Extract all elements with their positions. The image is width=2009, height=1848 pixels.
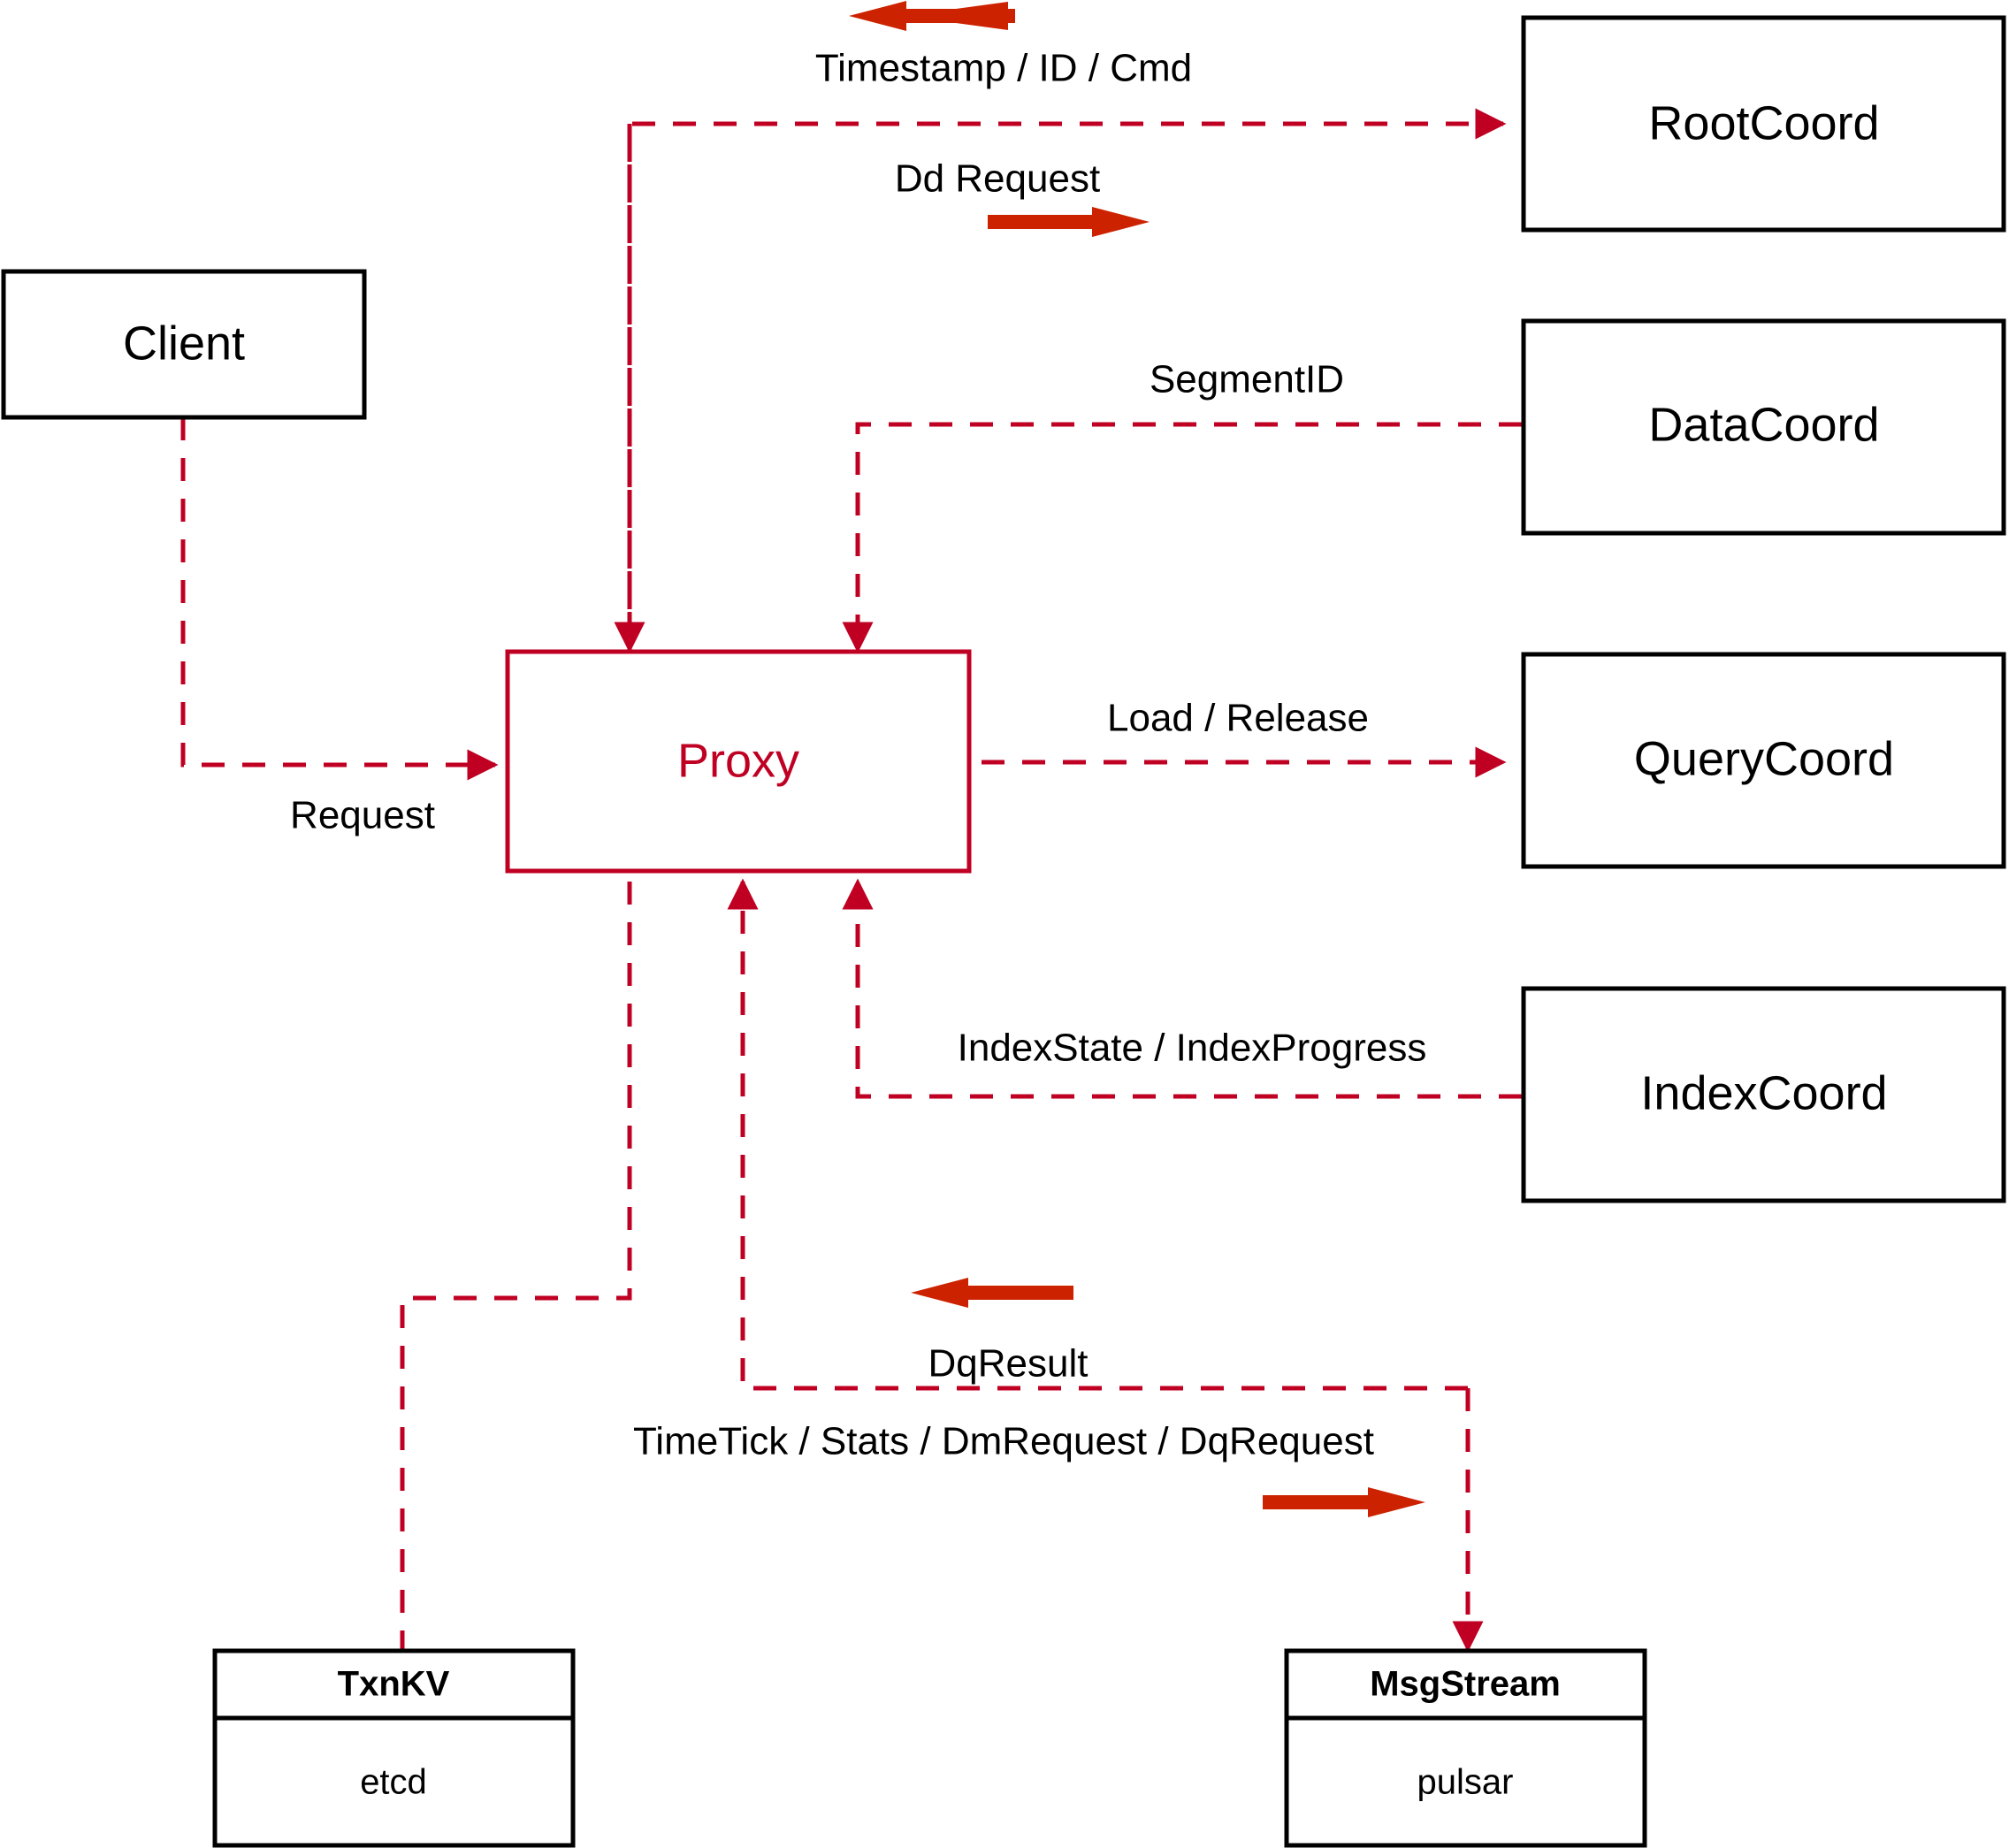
- ddrequest-flow-arrow-icon: [988, 207, 1150, 237]
- dqresult-flow-arrow-icon: [911, 1278, 1073, 1308]
- edge-proxy-msgstream: TimeTick / Stats / DmRequest / DqRequest: [633, 1388, 1484, 1653]
- node-msgstream-box[interactable]: [1284, 1648, 1647, 1848]
- node-proxy-label: Proxy: [677, 734, 799, 787]
- edge-label-dd-request: Dd Request: [895, 157, 1100, 201]
- node-rootcoord-box[interactable]: [1521, 15, 2006, 233]
- edge-proxy-querycoord: Load / Release: [982, 697, 1507, 778]
- edge-line-msgstream-proxy: [727, 878, 1468, 1391]
- edge-line-datacoord-proxy: [842, 422, 1522, 653]
- node-txnkv[interactable]: TxnKV etcd: [212, 1648, 576, 1848]
- edge-label-load-release: Load / Release: [1107, 697, 1369, 740]
- edge-proxy-rootcoord: Timestamp / ID / Cmd Dd Request: [614, 47, 1507, 653]
- edge-indexcoord-proxy: IndexState / IndexProgress: [842, 878, 1522, 1099]
- node-client[interactable]: Client: [1, 269, 367, 420]
- node-rootcoord-label: RootCoord: [1648, 96, 1879, 149]
- edge-line-proxy-txnkv: [400, 882, 632, 1649]
- node-querycoord-box[interactable]: [1521, 652, 2006, 869]
- edge-proxy-txnkv: [400, 882, 632, 1649]
- node-indexcoord-box[interactable]: [1521, 986, 2006, 1203]
- edge-client-proxy: Request: [180, 417, 499, 837]
- node-txnkv-body-label: etcd: [360, 1763, 427, 1802]
- edge-line-indexcoord-proxy: [842, 878, 1522, 1099]
- edge-label-indexstate-indexprogress: IndexState / IndexProgress: [958, 1027, 1427, 1070]
- edge-label-client-proxy: Request: [290, 794, 435, 837]
- node-txnkv-label: TxnKV: [338, 1665, 450, 1704]
- node-datacoord-box[interactable]: [1521, 318, 2006, 536]
- node-txnkv-box[interactable]: [212, 1648, 576, 1848]
- timestamp-flow-arrow-icon: [849, 1, 1015, 31]
- edge-msgstream-proxy: DqResult: [727, 878, 1468, 1391]
- node-client-box[interactable]: [1, 269, 367, 420]
- node-indexcoord[interactable]: IndexCoord: [1521, 986, 2006, 1203]
- edge-label-timetick-stats-dmrequest-dqrequest: TimeTick / Stats / DmRequest / DqRequest: [633, 1420, 1374, 1463]
- edge-line-client-proxy: [180, 417, 499, 781]
- edge-label-dqresult: DqResult: [928, 1342, 1089, 1386]
- edge-label-timestamp-id-cmd: Timestamp / ID / Cmd: [815, 47, 1192, 90]
- node-datacoord[interactable]: DataCoord: [1521, 318, 2006, 536]
- edge-label-segmentid: SegmentID: [1150, 358, 1344, 401]
- dqrequest-flow-arrow-icon: [1263, 1487, 1425, 1517]
- node-msgstream-label: MsgStream: [1370, 1665, 1561, 1704]
- node-datacoord-label: DataCoord: [1648, 398, 1879, 451]
- node-rootcoord[interactable]: RootCoord: [1521, 15, 2006, 233]
- edge-datacoord-proxy: SegmentID: [842, 358, 1522, 653]
- node-indexcoord-label: IndexCoord: [1640, 1066, 1887, 1119]
- node-querycoord-label: QueryCoord: [1634, 732, 1894, 785]
- node-msgstream[interactable]: MsgStream pulsar: [1284, 1648, 1647, 1848]
- node-msgstream-body-label: pulsar: [1417, 1763, 1514, 1802]
- node-proxy[interactable]: Proxy: [505, 649, 972, 874]
- node-querycoord[interactable]: QueryCoord: [1521, 652, 2006, 869]
- edge-line-proxy-rootcoord: [627, 108, 1507, 650]
- node-client-label: Client: [123, 317, 245, 370]
- node-proxy-box[interactable]: [505, 649, 972, 874]
